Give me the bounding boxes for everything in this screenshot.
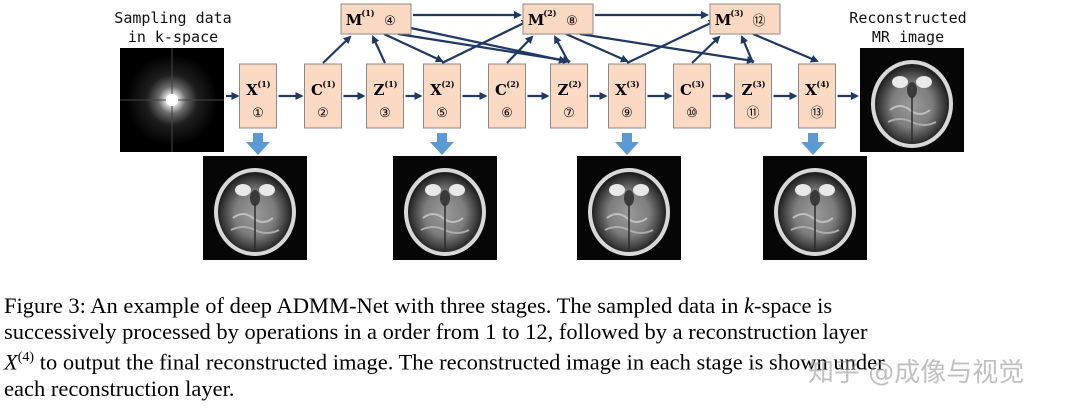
node-letter: Z: [742, 81, 753, 99]
node-z3: Z(3) ⑪: [734, 63, 772, 129]
down-arrow-x3: [615, 133, 639, 155]
node-superscript: (1): [257, 79, 270, 89]
node-superscript: (1): [384, 79, 397, 89]
stage-image-x1: [202, 155, 308, 261]
watermark: 知乎 @成像与视觉: [808, 358, 1025, 388]
arrow-m1-z2-long: [405, 25, 567, 64]
caption-line-3: X(4) to output the final reconstructed i…: [4, 345, 1076, 376]
node-letter: X: [615, 81, 627, 99]
output-label-line1: Reconstructed: [849, 9, 966, 27]
arrow-c2-m2: [506, 35, 534, 64]
stage-image-x4: [762, 155, 868, 261]
node-x3: X(3) ⑨: [608, 63, 646, 129]
node-order-number: ⑩: [686, 106, 698, 121]
node-letter: M: [528, 11, 545, 29]
node-order-number: ⑫: [752, 14, 765, 29]
node-superscript: (1): [361, 8, 374, 18]
arrow-m1-x2: [383, 33, 444, 63]
kspace-image: [120, 48, 224, 152]
node-superscript: (2): [441, 79, 454, 89]
node-order-number: ①: [252, 106, 264, 121]
node-m1: M(1) ④: [340, 3, 412, 35]
node-superscript: (3): [730, 8, 743, 18]
caption-line-2: successively processed by operations in …: [4, 319, 868, 344]
node-letter: Z: [374, 81, 385, 99]
node-m3: M(3) ⑫: [709, 3, 781, 35]
diagram-arrows: [226, 11, 859, 100]
stage-image-x2: [392, 155, 498, 261]
node-order-number: ⑥: [501, 106, 513, 121]
node-letter: C: [495, 81, 507, 99]
input-label-line2: in k-space: [128, 28, 218, 46]
output-label-line2: MR image: [872, 28, 944, 46]
node-letter: C: [680, 81, 692, 99]
node-order-number: ④: [384, 14, 396, 29]
node-order-number: ②: [317, 106, 329, 121]
node-superscript: (3): [752, 79, 765, 89]
node-letter: M: [715, 11, 732, 29]
arrow-m2-z3: [579, 32, 755, 65]
arrow-c3-m3: [691, 35, 721, 64]
node-order-number: ⑪: [746, 106, 759, 121]
down-arrow-x1: [246, 133, 270, 155]
reconstructed-output-image: [859, 47, 965, 153]
node-m2: M(2) ⑧: [522, 3, 594, 35]
node-order-number: ⑨: [621, 106, 633, 121]
arrow-m3-x4: [752, 32, 819, 63]
node-z2: Z(2) ⑦: [550, 63, 588, 129]
node-x1: X(1) ①: [239, 63, 277, 129]
node-order-number: ⑤: [436, 106, 448, 121]
caption-line1-tail: -space is: [754, 293, 833, 318]
arrow-c1-m1: [322, 35, 352, 64]
node-x2: X(2) ⑤: [423, 63, 461, 129]
node-letter: X: [246, 81, 258, 99]
node-letter: Z: [558, 81, 569, 99]
node-c3: C(3) ⑩: [673, 63, 711, 129]
node-letter: X: [430, 81, 442, 99]
node-x4: X(4) ⑬: [798, 63, 836, 129]
arrow-x3-m3: [626, 19, 717, 64]
node-c1: C(1) ②: [304, 63, 342, 129]
arrow-z1-m1: [371, 35, 386, 64]
caption-italic-k: k: [744, 293, 755, 318]
node-superscript: (2): [543, 8, 556, 18]
down-arrow-x2: [430, 133, 454, 155]
node-superscript: (2): [568, 79, 581, 89]
node-superscript: (3): [691, 79, 704, 89]
down-arrow-x4: [801, 133, 825, 155]
node-c2: C(2) ⑥: [488, 63, 526, 129]
caption-line-1: Figure 3: An example of deep ADMM-Net wi…: [4, 293, 1076, 319]
node-letter: M: [346, 11, 363, 29]
node-order-number: ⑬: [810, 106, 823, 121]
arrow-x2-m2: [441, 20, 530, 64]
node-order-number: ⑧: [566, 14, 578, 29]
node-superscript: (1): [322, 79, 335, 89]
admm-net-diagram: Sampling data in k-space Reconstructed M…: [114, 3, 967, 261]
figure-caption: Figure 3: An example of deep ADMM-Net wi…: [4, 293, 1076, 402]
node-z1: Z(1) ③: [366, 63, 404, 129]
arrow-m2-x3: [565, 32, 629, 63]
stage-image-x3: [576, 155, 682, 261]
caption-line3-text: to output the final reconstructed image.…: [34, 349, 885, 375]
node-superscript: (3): [626, 79, 639, 89]
down-arrows: [246, 133, 825, 155]
node-order-number: ⑦: [563, 106, 575, 121]
arrow-z3-m3: [740, 35, 755, 64]
caption-line-4: each reconstruction layer.: [4, 375, 235, 401]
node-letter: X: [805, 81, 817, 99]
input-label-line1: Sampling data: [114, 9, 231, 27]
caption-math-sup: (4): [17, 350, 35, 365]
node-superscript: (2): [506, 79, 519, 89]
node-superscript: (4): [816, 79, 829, 89]
node-order-number: ③: [379, 106, 391, 121]
diagram-nodes: X(1)①C(1)②Z(1)③X(2)⑤C(2)⑥Z(2)⑦X(3)⑨C(3)⑩…: [239, 3, 836, 129]
caption-math-x: X: [4, 349, 18, 375]
caption-line1-text: Figure 3: An example of deep ADMM-Net wi…: [4, 293, 745, 318]
node-letter: C: [311, 81, 323, 99]
